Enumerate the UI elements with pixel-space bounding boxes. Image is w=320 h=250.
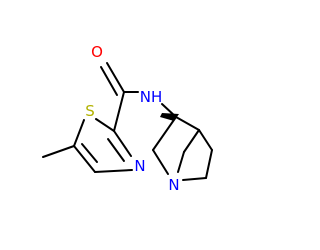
bond-methyl: [42, 145, 75, 158]
bond-c3-c4: [175, 116, 200, 131]
bond-c4-c5-outer: [73, 145, 96, 173]
amide-nh-label: NH: [140, 88, 163, 106]
oxygen-atom-label: O: [91, 43, 103, 61]
bond-c2-n3-inner: [107, 138, 125, 162]
bond-c5-s: [73, 119, 85, 147]
bond-bridge-b-n: [182, 177, 207, 181]
bond-c4-bridge-c: [183, 129, 200, 153]
bond-c4-c5-inner: [81, 143, 98, 163]
bond-bridge-c-n: [177, 151, 185, 173]
bond-c2-n3-outer: [113, 130, 132, 157]
bond-c2-n: [152, 149, 169, 175]
thiazole-nitrogen-label: N: [134, 157, 145, 175]
bridgehead-nitrogen-label: N: [168, 176, 179, 194]
molecule-structure: O NH S N N: [42, 43, 213, 194]
bond-s-c2: [95, 118, 115, 132]
structure-canvas: O NH S N N: [42, 43, 213, 194]
bond-c2-carbonyl: [113, 91, 125, 132]
bond-c4-bridge-a: [198, 129, 213, 151]
bond-carbonyl-o-1: [106, 62, 125, 93]
bond-n3-c4: [94, 169, 133, 173]
bond-bridge-a-b: [205, 149, 213, 179]
bond-carbonyl-o-2: [100, 66, 118, 96]
sulfur-atom-label: S: [85, 102, 95, 120]
bond-c3-c2: [152, 116, 177, 151]
